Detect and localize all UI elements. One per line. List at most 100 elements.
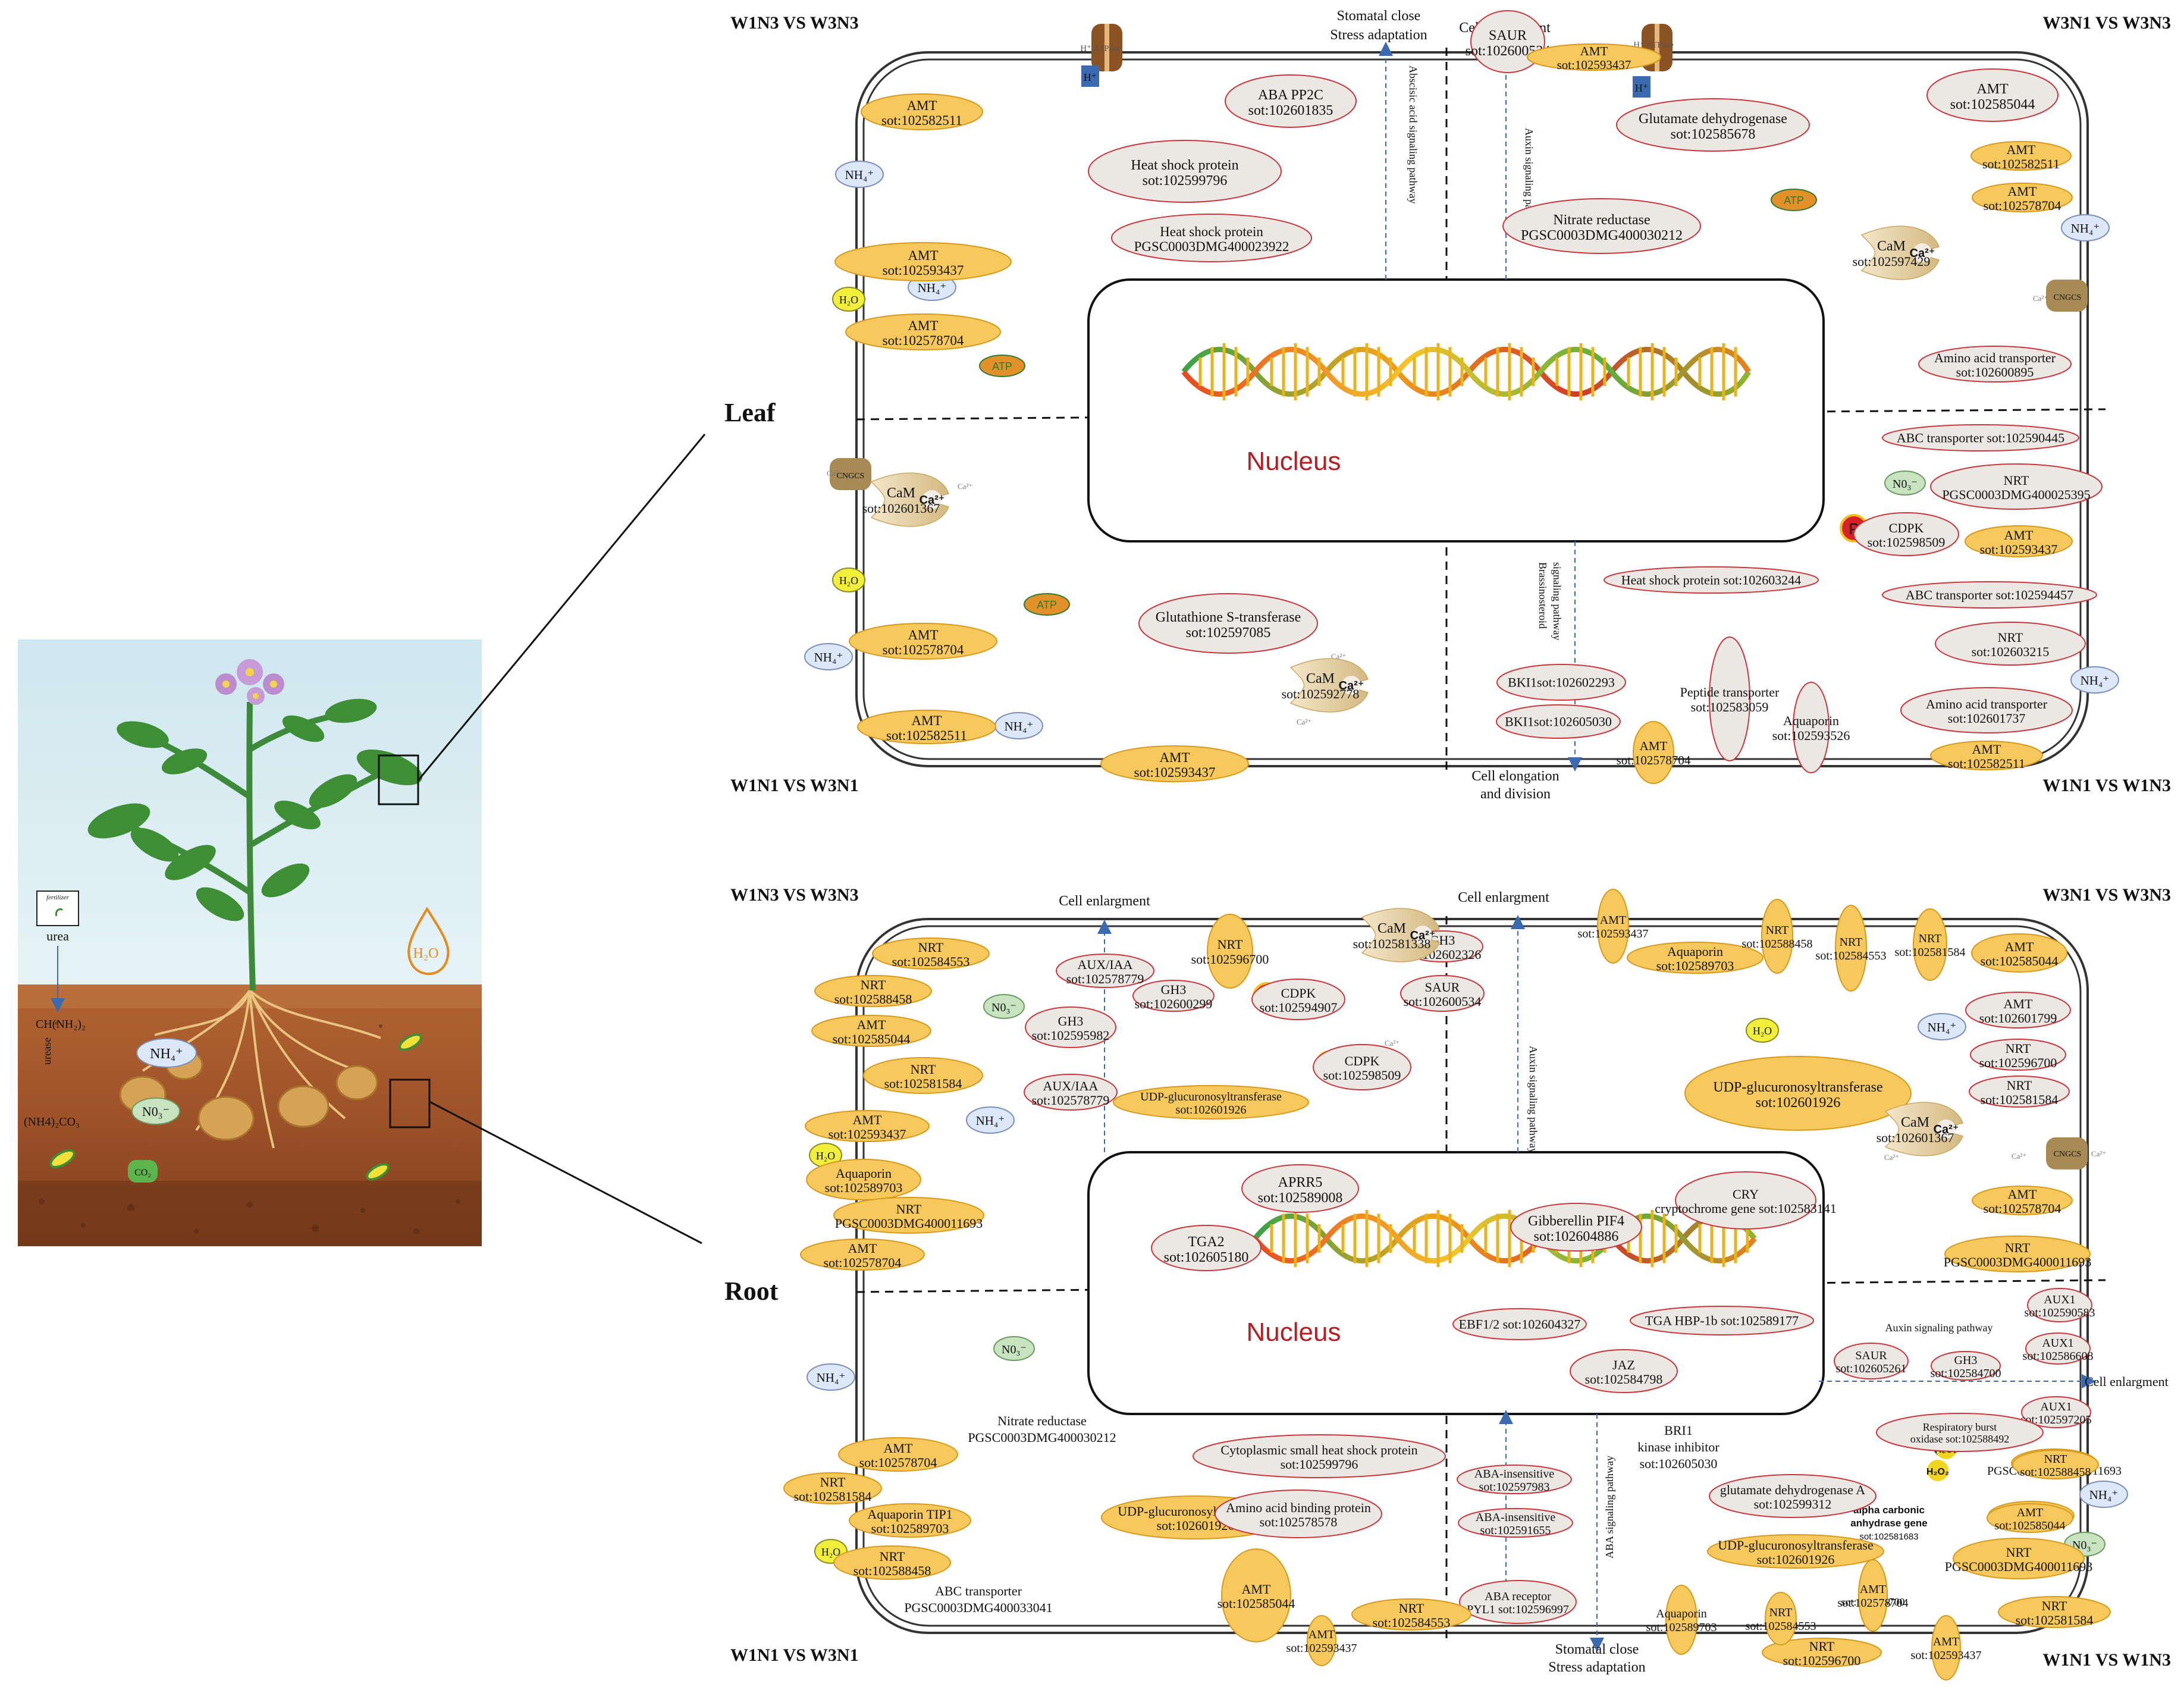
- root-no3-1-label: N0₃⁻: [991, 1001, 1016, 1014]
- leaf-gene-ellipse: [1882, 424, 2079, 451]
- leaf-gene-id: sot:102578704: [883, 333, 964, 348]
- root-nh4-4-label: NH₄⁺: [2089, 1488, 2119, 1502]
- root-gene-id: sot:102585044: [833, 1031, 911, 1046]
- h-ion-label-left: H⁺: [1084, 71, 1097, 83]
- root-gene-ellipse: [1151, 1225, 1262, 1271]
- root-gene-id: sot:102594907: [1260, 1000, 1338, 1015]
- root-gene-name: CRY: [1733, 1187, 1759, 1202]
- leaf-gene-id: sot:102601737: [1948, 711, 2026, 726]
- leaf-gene-ellipse: [1930, 463, 2103, 510]
- root-gene-id: oxidase sot:102588492: [1910, 1433, 2010, 1445]
- ch-nh2-label: CH(NH₂)₂: [36, 1018, 86, 1031]
- root-ca-small-5: Ca²⁺: [2091, 1149, 2106, 1158]
- root-gene-ellipse: [811, 1015, 931, 1047]
- root-nucleus-label: Nucleus: [1247, 1318, 1341, 1347]
- leaf-atp-2: [1024, 593, 1070, 616]
- calcium-ion-label: Ca²⁺: [1910, 247, 1935, 260]
- leaf-gene-name: AMT: [908, 318, 938, 333]
- leaf-quadrant-tr: W3N1 VS W3N3: [2042, 13, 2171, 33]
- cam-gene-id: sot:102592778: [1282, 686, 1360, 701]
- leaf-no3-1: [1884, 471, 1926, 496]
- leaf-gene-name: AMT: [1580, 44, 1608, 58]
- root-gene-ellipse: [1251, 979, 1345, 1020]
- root-gene-id: sot:102604886: [1534, 1229, 1619, 1244]
- h-ion-box-right: [1633, 76, 1650, 98]
- leaf-dna-strand-b: [1181, 347, 1751, 397]
- root-gene-id: sot:102597983: [1479, 1481, 1550, 1494]
- leaf-gene-name: AMT: [1972, 742, 2001, 757]
- root-gene-name: NRT: [880, 1549, 905, 1564]
- leaf-gene-id: sot:102583059: [1691, 700, 1769, 714]
- leaf-gene-id: sot:102593526: [1772, 728, 1850, 743]
- bacteria-icons: [49, 1033, 422, 1181]
- root-gene-ellipse: [1761, 899, 1793, 974]
- root-gene-name: ABA receptor: [1485, 1590, 1551, 1603]
- leaf-atp-3-label: ATP: [1784, 195, 1804, 206]
- root-gene-name: NRT: [2006, 1545, 2032, 1560]
- root-gene-ellipse: [1876, 1413, 2044, 1452]
- root-gene-id: sot:102578779: [1066, 971, 1144, 986]
- root-gene-ellipse: [1953, 1538, 2085, 1579]
- leaf-gene-name: Nitrate reductase: [1553, 212, 1650, 228]
- root-gene-id: sot:102605261: [1836, 1362, 1907, 1375]
- leaf-gene-name: NRT: [1998, 630, 2023, 645]
- root-gene-ellipse: [1762, 1638, 1882, 1667]
- fertilizer-label: fertilizer: [46, 894, 70, 901]
- root-gene-ellipse: [1207, 914, 1253, 989]
- cam-name: CaM: [887, 485, 915, 501]
- root-cell-wall-outer: [855, 918, 2089, 1634]
- root-gene-ellipse: [1665, 1585, 1697, 1655]
- leaf-gene-id: sot:102578704: [883, 642, 964, 657]
- root-h2o-1-label: H₂O: [816, 1150, 835, 1162]
- leaf-gene-id: sot:102598509: [1868, 535, 1945, 550]
- root-gene-ellipse: [1931, 1615, 1961, 1680]
- soil-band-bottom: [18, 1181, 482, 1246]
- atpase-label-left: H⁺ ATPase: [1080, 44, 1121, 54]
- leaf-gene-name: AMT: [2007, 142, 2036, 157]
- soil-no3-label: N0₃⁻: [142, 1104, 170, 1119]
- cam-gene-id: sot:102601367: [862, 501, 940, 516]
- leaf-gene-ellipses: AMTsot:102582511AMTsot:102593437AMTsot:1…: [834, 10, 2103, 784]
- root-nh4-3: [1918, 1013, 1966, 1040]
- root-nh4-1: [966, 1106, 1015, 1134]
- root-gene-name: TGA2: [1188, 1234, 1224, 1250]
- water-drop-label: H₂O: [413, 946, 438, 961]
- root-h2o-3-label: H₂O: [821, 1546, 840, 1558]
- root-gene-id: sot:102598509: [1323, 1068, 1401, 1083]
- calcium-ion-label: Ca²⁺: [1339, 679, 1364, 692]
- root-gene-name: Aquaporin TIP1: [867, 1507, 952, 1522]
- leaf-gene-ellipse: [1930, 741, 2043, 770]
- root-gene-ellipse: [1241, 1164, 1359, 1213]
- root-gene-ellipse: [1221, 1548, 1291, 1642]
- leaf-nh4-1: [835, 161, 884, 188]
- root-gene-name: AMT: [1308, 1628, 1335, 1641]
- h2o2-label-2: H₂O₂: [1926, 1467, 1949, 1477]
- root-gene-id: sot:102599796: [1281, 1457, 1358, 1472]
- leaf-aba-pathway: Abscisic acid signaling pathway: [1407, 65, 1419, 203]
- root-gene-ellipse: [863, 1057, 983, 1094]
- root-stomatal-2: Stress adaptation: [1548, 1660, 1645, 1675]
- leaf-h2o-2-label: H₂O: [839, 575, 858, 587]
- leaf-gene-name: AMT: [1976, 81, 2009, 97]
- leaf-cell-wall-inner: [862, 58, 2082, 760]
- root-gene-ellipse: [1307, 1615, 1336, 1666]
- root-gene-ellipse: [1056, 954, 1154, 988]
- root-gene-id: PYL1 sot:102596997: [1467, 1603, 1569, 1616]
- root-gene-id: sot:102585044: [1995, 1519, 2066, 1532]
- root-gene-ellipse: [1459, 1580, 1577, 1624]
- leaf-quadrant-br: W1N1 VS W1N3: [2042, 776, 2171, 795]
- root-cell-enl-mid: Cell enlargment: [1458, 890, 1549, 905]
- leaf-gene-ellipse: [1111, 214, 1312, 262]
- root-gene-ellipse: [783, 1472, 882, 1504]
- cam-protein-icon: [1884, 1102, 1963, 1156]
- root-gene-name: Aquaporin: [1656, 1607, 1707, 1620]
- leaf-gene-name: Glutathione S-transferase: [1156, 610, 1301, 625]
- root-gene-ellipse: [806, 1159, 921, 1200]
- leaf-gene-ellipse: [849, 623, 997, 660]
- leaf-gene-id: sot:102582511: [1982, 156, 2060, 171]
- root-gene-name: AMT: [2005, 939, 2034, 954]
- root-gene-ellipse: [2027, 1288, 2092, 1322]
- leaf-nh4-5-label: NH₄⁺: [2071, 221, 2100, 236]
- root-gene-name: Aquaporin: [836, 1166, 892, 1181]
- root-gene-name: NRT: [2005, 1240, 2031, 1255]
